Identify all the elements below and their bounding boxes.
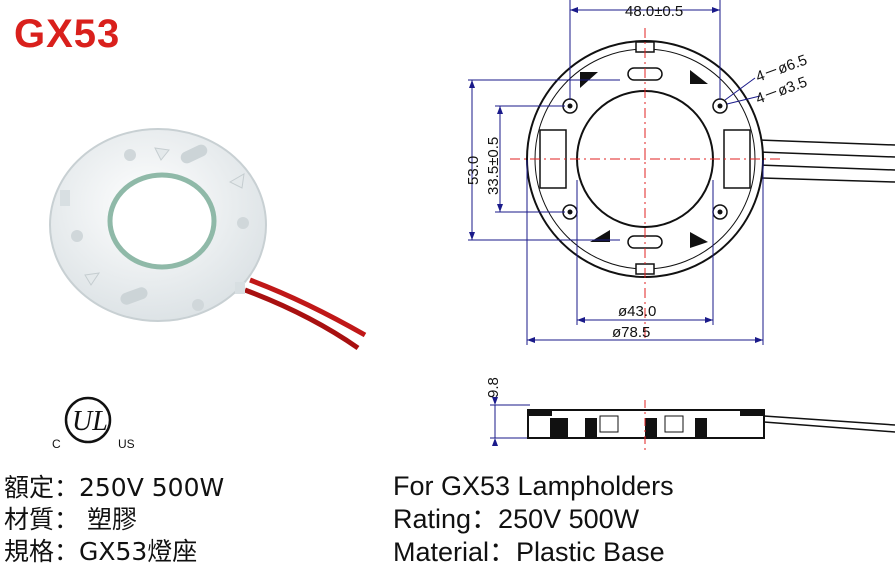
product-photo <box>49 128 367 351</box>
dim-inner-dia: ø43.0 <box>618 303 656 320</box>
spec-en-material: Material：Plastic Base <box>393 537 665 567</box>
cert-c: C <box>52 437 61 451</box>
spec-en-title: For GX53 Lampholders <box>393 471 674 501</box>
dim-thickness: 9.8 <box>485 377 502 398</box>
spec-cn-spec: 規格：GX53燈座 <box>4 537 198 566</box>
ul-listed-icon: UL C US <box>52 396 135 451</box>
model-title: GX53 <box>14 12 121 56</box>
side-view-drawing: 9.8 <box>485 377 895 450</box>
top-view-drawing: 48.0±0.5 4－ø6.5 4－ø3.5 53.0 33.5±0.5 ø43… <box>465 0 895 345</box>
spec-cn-material: 材質： 塑膠 <box>4 505 137 534</box>
dim-width: 48.0±0.5 <box>625 3 683 20</box>
spec-en-rating: Rating：250V 500W <box>393 504 640 534</box>
dim-height: 53.0 <box>465 156 482 185</box>
ul-mark-text: UL <box>72 406 108 437</box>
cert-us: US <box>118 437 135 451</box>
spec-cn-rating: 額定：250V 500W <box>4 473 225 502</box>
dim-outer-dia: ø78.5 <box>612 324 650 341</box>
dim-hole-spacing: 33.5±0.5 <box>485 137 502 195</box>
